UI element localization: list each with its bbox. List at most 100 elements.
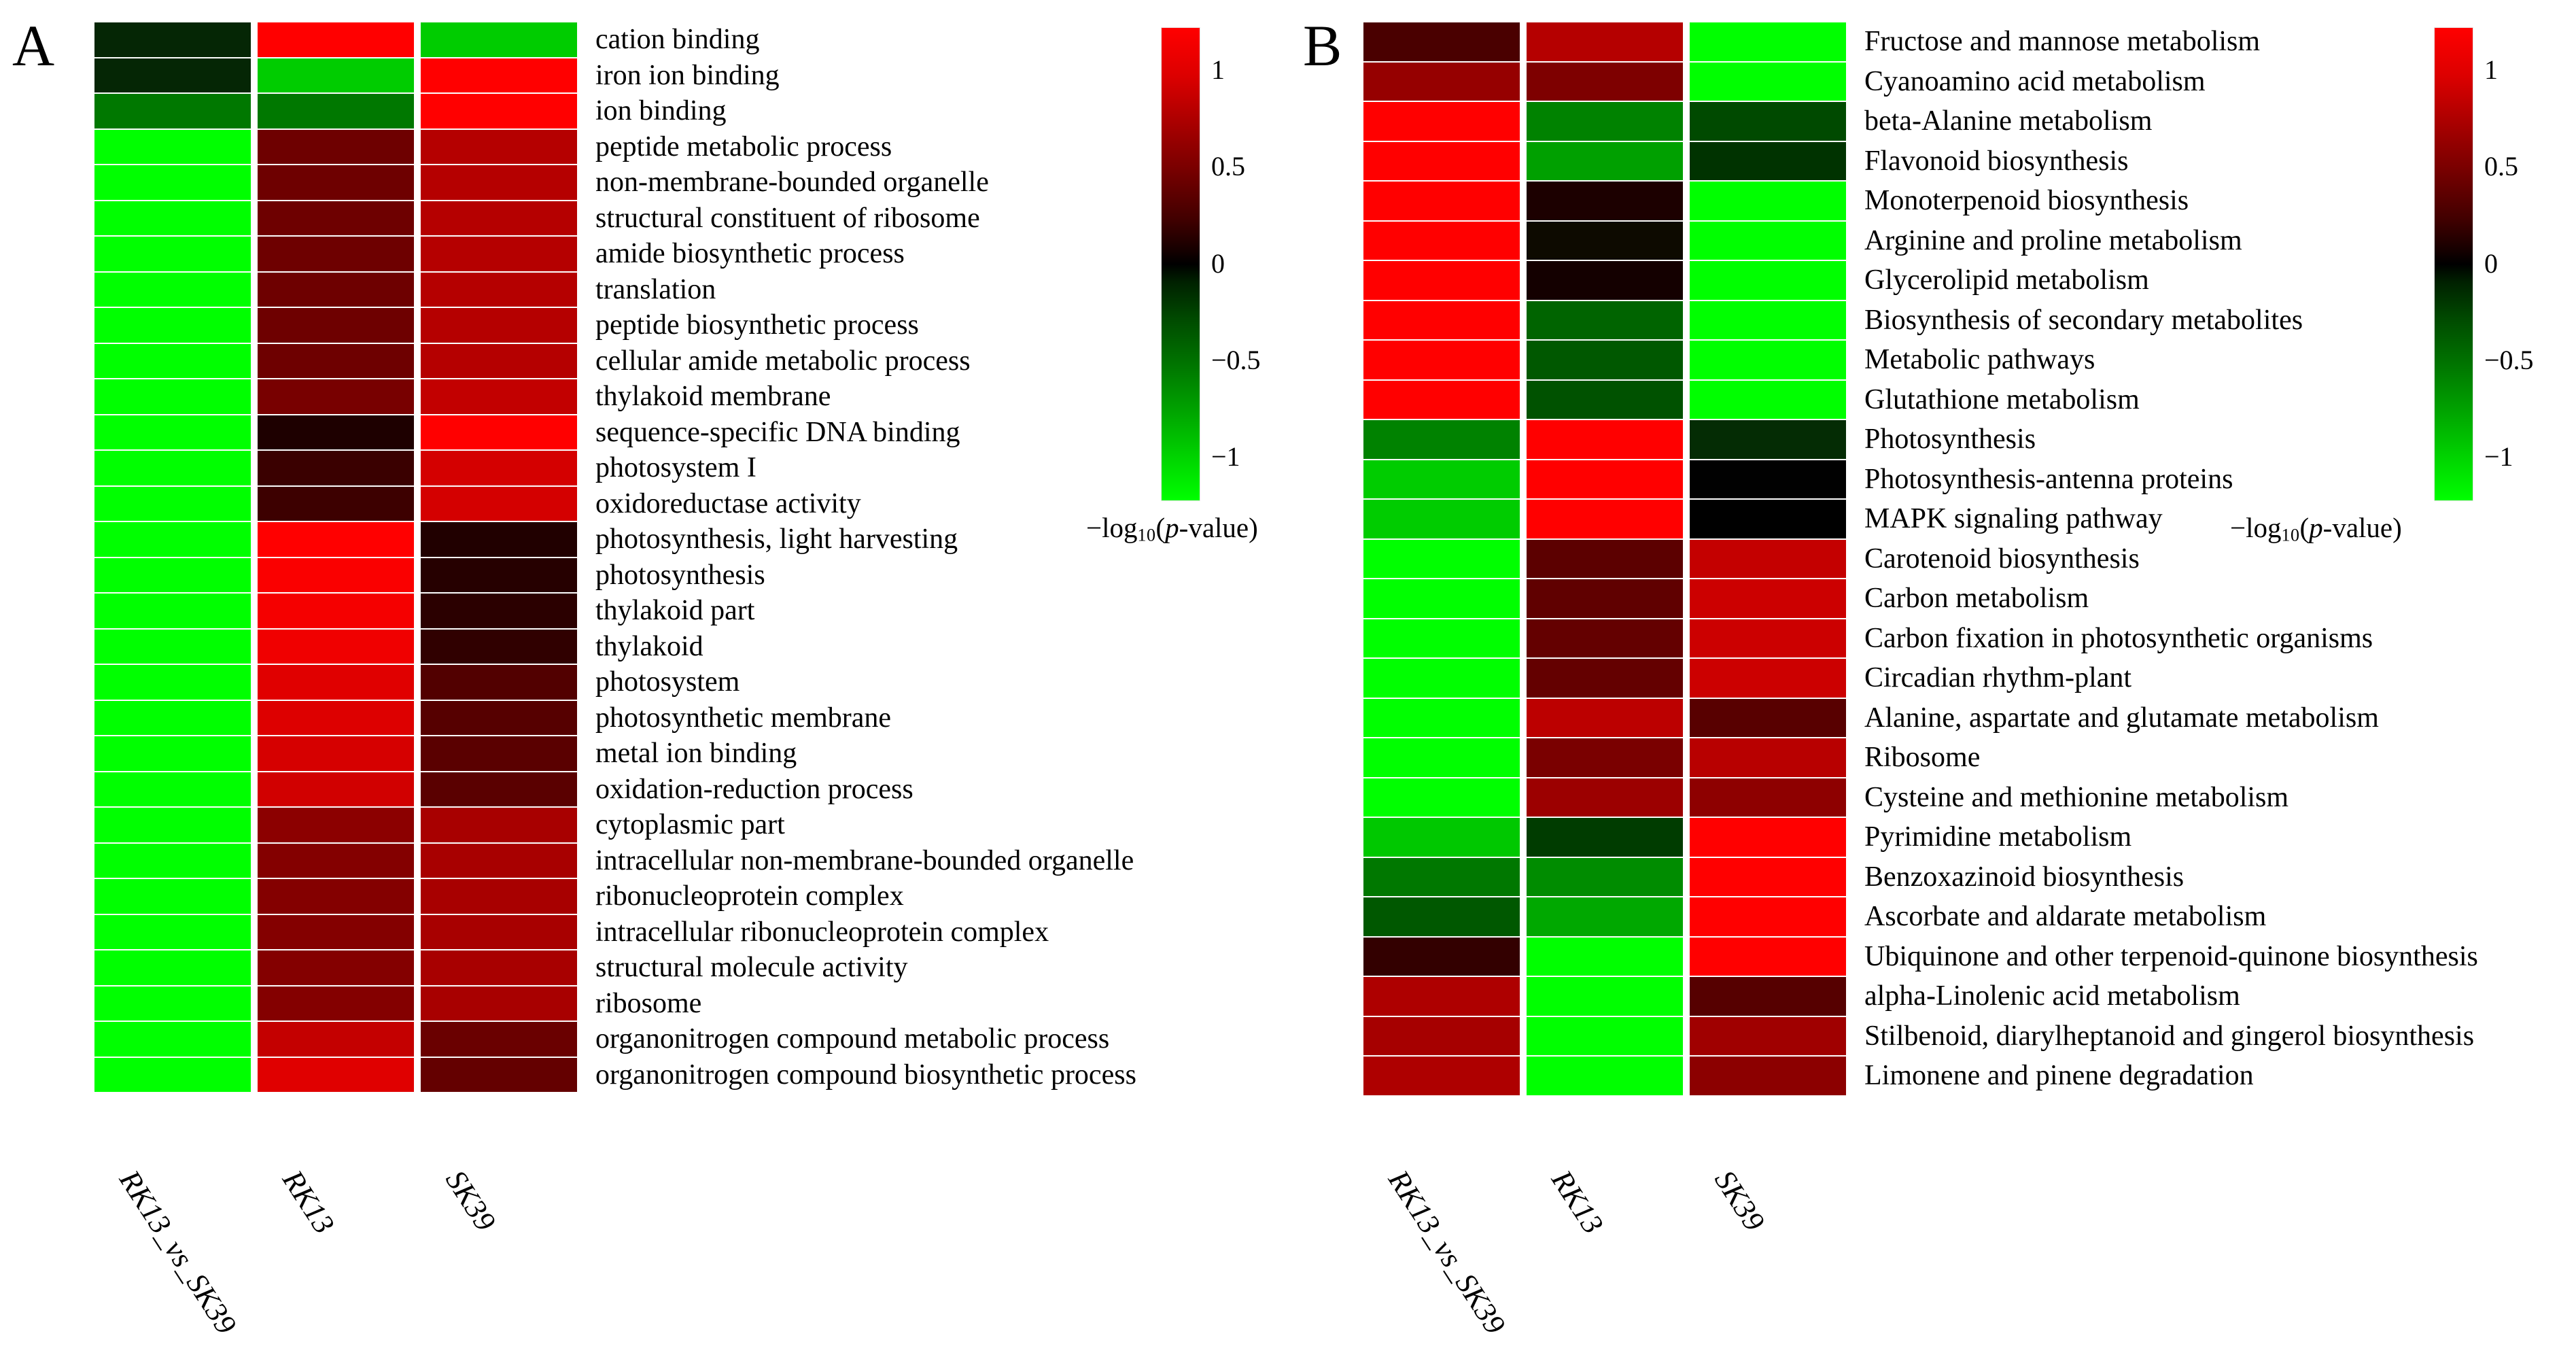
- heatmap-cell[interactable]: [420, 521, 578, 558]
- heatmap-cell[interactable]: [94, 807, 251, 843]
- heatmap-cell[interactable]: [257, 128, 415, 165]
- heatmap-cell[interactable]: [1526, 340, 1684, 380]
- heatmap-cell[interactable]: [257, 343, 415, 379]
- heatmap-cell[interactable]: [1363, 101, 1520, 141]
- heatmap-cell[interactable]: [420, 128, 578, 165]
- heatmap-cell[interactable]: [1363, 698, 1520, 738]
- heatmap-cell[interactable]: [420, 842, 578, 878]
- heatmap-cell[interactable]: [420, 450, 578, 486]
- heatmap-cell[interactable]: [420, 1057, 578, 1093]
- heatmap-cell[interactable]: [94, 414, 251, 450]
- heatmap-cell[interactable]: [1526, 1056, 1684, 1096]
- heatmap-cell[interactable]: [1363, 658, 1520, 698]
- heatmap-cell[interactable]: [420, 236, 578, 272]
- heatmap-cell[interactable]: [1363, 897, 1520, 937]
- heatmap-cell[interactable]: [420, 736, 578, 772]
- heatmap-cell[interactable]: [257, 985, 415, 1021]
- heatmap-cell[interactable]: [1526, 220, 1684, 260]
- heatmap-cell[interactable]: [257, 200, 415, 236]
- heatmap-cell[interactable]: [1689, 419, 1847, 460]
- heatmap-cell[interactable]: [94, 450, 251, 486]
- heatmap-cell[interactable]: [257, 736, 415, 772]
- heatmap-cell[interactable]: [1363, 61, 1520, 101]
- heatmap-cell[interactable]: [94, 128, 251, 165]
- heatmap-cell[interactable]: [1689, 738, 1847, 778]
- heatmap-cell[interactable]: [1526, 618, 1684, 658]
- heatmap-cell[interactable]: [94, 628, 251, 664]
- heatmap-cell[interactable]: [257, 842, 415, 878]
- heatmap-cell[interactable]: [94, 307, 251, 343]
- heatmap-cell[interactable]: [420, 379, 578, 415]
- heatmap-cell[interactable]: [94, 842, 251, 878]
- heatmap-cell[interactable]: [1526, 698, 1684, 738]
- heatmap-cell[interactable]: [94, 93, 251, 129]
- heatmap-cell[interactable]: [1689, 538, 1847, 579]
- heatmap-cell[interactable]: [94, 485, 251, 521]
- heatmap-cell[interactable]: [420, 485, 578, 521]
- heatmap-cell[interactable]: [1689, 181, 1847, 221]
- heatmap-cell[interactable]: [1363, 300, 1520, 340]
- heatmap-cell[interactable]: [1363, 538, 1520, 579]
- heatmap-cell[interactable]: [1526, 141, 1684, 181]
- heatmap-cell[interactable]: [1689, 300, 1847, 340]
- heatmap-cell[interactable]: [257, 57, 415, 93]
- heatmap-cell[interactable]: [1363, 260, 1520, 301]
- heatmap-cell[interactable]: [1363, 777, 1520, 817]
- heatmap-cell[interactable]: [420, 878, 578, 914]
- heatmap-cell[interactable]: [94, 985, 251, 1021]
- heatmap-cell[interactable]: [420, 807, 578, 843]
- heatmap-cell[interactable]: [1689, 340, 1847, 380]
- heatmap-cell[interactable]: [420, 1021, 578, 1057]
- heatmap-cell[interactable]: [94, 57, 251, 93]
- heatmap-cell[interactable]: [420, 950, 578, 986]
- heatmap-cell[interactable]: [1363, 340, 1520, 380]
- heatmap-cell[interactable]: [1689, 499, 1847, 539]
- heatmap-cell[interactable]: [1363, 976, 1520, 1016]
- heatmap-cell[interactable]: [1526, 976, 1684, 1016]
- heatmap-cell[interactable]: [1526, 1016, 1684, 1056]
- heatmap-cell[interactable]: [257, 236, 415, 272]
- heatmap-cell[interactable]: [420, 985, 578, 1021]
- heatmap-cell[interactable]: [1526, 419, 1684, 460]
- heatmap-cell[interactable]: [94, 593, 251, 629]
- heatmap-cell[interactable]: [420, 557, 578, 593]
- heatmap-cell[interactable]: [1363, 579, 1520, 619]
- heatmap-cell[interactable]: [1689, 618, 1847, 658]
- heatmap-cell[interactable]: [1363, 1056, 1520, 1096]
- heatmap-cell[interactable]: [257, 22, 415, 58]
- heatmap-cell[interactable]: [1526, 101, 1684, 141]
- heatmap-cell[interactable]: [1363, 141, 1520, 181]
- heatmap-cell[interactable]: [1526, 897, 1684, 937]
- heatmap-cell[interactable]: [94, 557, 251, 593]
- heatmap-cell[interactable]: [94, 200, 251, 236]
- heatmap-cell[interactable]: [420, 914, 578, 950]
- heatmap-cell[interactable]: [1526, 857, 1684, 897]
- heatmap-cell[interactable]: [257, 485, 415, 521]
- heatmap-cell[interactable]: [1689, 1016, 1847, 1056]
- heatmap-cell[interactable]: [1526, 61, 1684, 101]
- heatmap-cell[interactable]: [420, 414, 578, 450]
- heatmap-cell[interactable]: [1689, 1056, 1847, 1096]
- heatmap-cell[interactable]: [420, 271, 578, 307]
- heatmap-cell[interactable]: [94, 379, 251, 415]
- heatmap-cell[interactable]: [94, 271, 251, 307]
- heatmap-cell[interactable]: [1689, 579, 1847, 619]
- heatmap-cell[interactable]: [1689, 857, 1847, 897]
- heatmap-cell[interactable]: [257, 700, 415, 736]
- heatmap-cell[interactable]: [94, 1021, 251, 1057]
- heatmap-cell[interactable]: [420, 22, 578, 58]
- heatmap-cell[interactable]: [257, 93, 415, 129]
- heatmap-cell[interactable]: [1363, 738, 1520, 778]
- heatmap-cell[interactable]: [1526, 658, 1684, 698]
- heatmap-cell[interactable]: [1363, 618, 1520, 658]
- heatmap-cell[interactable]: [1526, 181, 1684, 221]
- heatmap-cell[interactable]: [420, 593, 578, 629]
- heatmap-cell[interactable]: [1363, 459, 1520, 499]
- heatmap-cell[interactable]: [1689, 976, 1847, 1016]
- heatmap-cell[interactable]: [1526, 777, 1684, 817]
- heatmap-cell[interactable]: [1526, 300, 1684, 340]
- heatmap-cell[interactable]: [257, 379, 415, 415]
- heatmap-cell[interactable]: [1363, 181, 1520, 221]
- heatmap-cell[interactable]: [1689, 698, 1847, 738]
- heatmap-cell[interactable]: [257, 628, 415, 664]
